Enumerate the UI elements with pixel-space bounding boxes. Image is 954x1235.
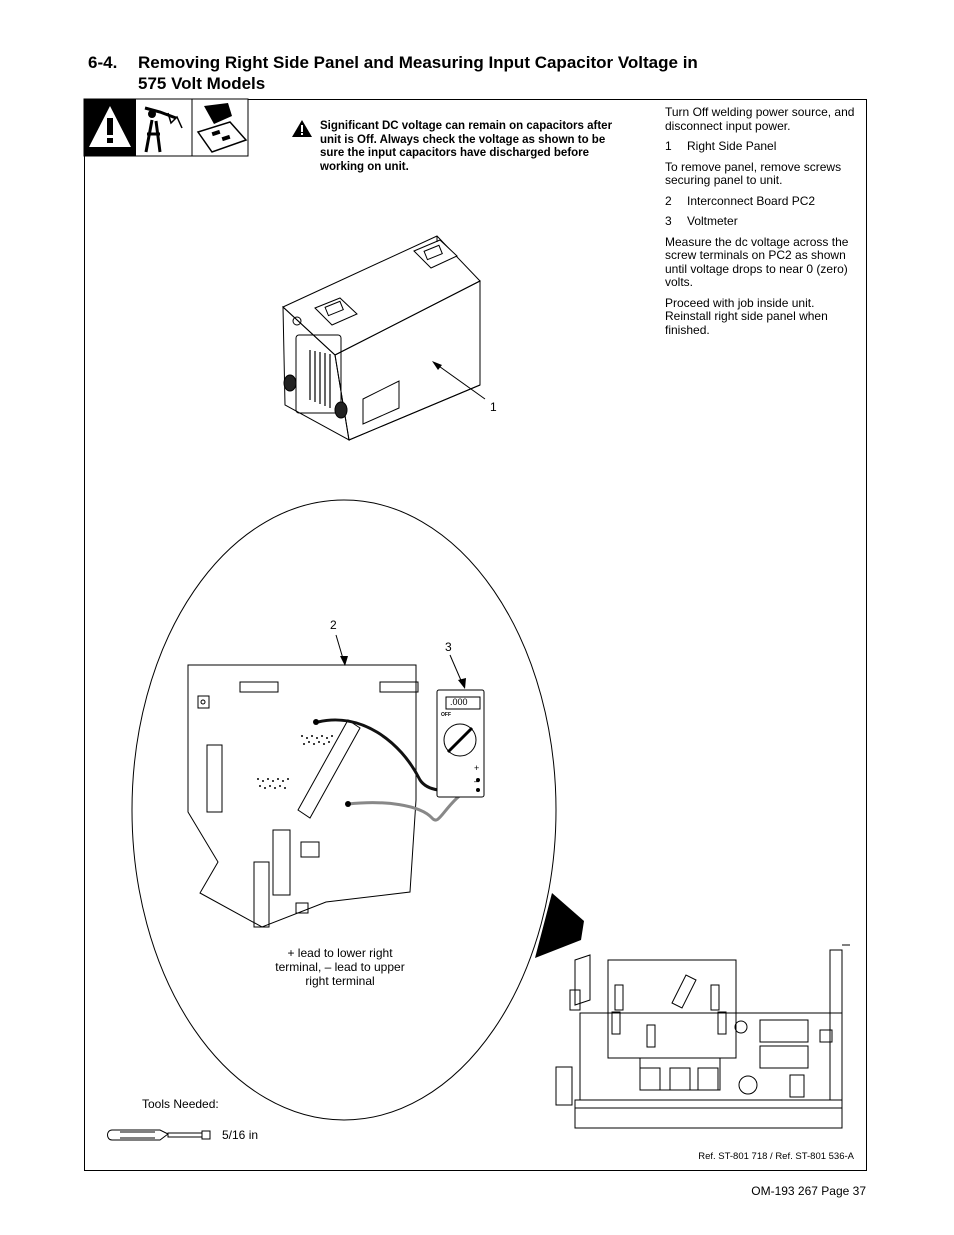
tools-needed-label: Tools Needed: xyxy=(142,1097,219,1111)
power-source-unit-drawing xyxy=(282,235,481,441)
instructions-column: Turn Off welding power source, and disco… xyxy=(665,105,860,344)
interconnect-board-pc2 xyxy=(187,664,419,928)
tool-size-label: 5/16 in xyxy=(222,1128,259,1142)
section-number: 6-4. xyxy=(88,53,118,72)
item-number: 3 xyxy=(665,214,672,228)
callout-number-2: 2 xyxy=(330,618,337,632)
item-number: 2 xyxy=(665,193,672,208)
section-title-line-2: 575 Volt Models xyxy=(138,74,266,93)
instruction-proceed: Proceed with job inside unit. Reinstall … xyxy=(665,295,828,337)
page-footer: OM-193 267 Page 37 xyxy=(751,1184,866,1198)
callout-number-3: 3 xyxy=(445,640,452,654)
lead-connection-note: + lead to lower right terminal, – lead t… xyxy=(275,946,405,988)
magnifier-pointer xyxy=(535,893,584,958)
instruction-panel-note: To remove panel, remove screws securing … xyxy=(665,159,842,187)
callout-number-1: 1 xyxy=(490,400,497,414)
magnified-view-oval xyxy=(131,499,557,1121)
meter-minus-label: – xyxy=(474,776,480,786)
item-interconnect-board: 2 Interconnect Board PC2 xyxy=(665,193,860,209)
instruction-measure: Measure the dc voltage across the screw … xyxy=(665,234,849,289)
electric-shock-icon xyxy=(144,106,183,153)
hazard-icons xyxy=(83,98,249,157)
meter-off-label: OFF xyxy=(441,712,451,718)
callout-leader-1 xyxy=(435,363,486,400)
section-title-line-1: Removing Right Side Panel and Measuring … xyxy=(138,53,698,72)
capacitor-hand-icon xyxy=(196,103,248,153)
reference-number: Ref. ST-801 718 / Ref. ST-801 536-A xyxy=(698,1151,854,1162)
meter-plus-label: + xyxy=(474,763,480,773)
board-terminal-strip xyxy=(297,719,361,819)
content-frame xyxy=(84,99,867,1171)
item-right-side-panel: 1 Right Side Panel xyxy=(665,139,860,154)
item-voltmeter: 3 Voltmeter xyxy=(665,214,860,229)
item-label: Interconnect Board PC2 xyxy=(687,193,816,208)
warning-triangle-icon xyxy=(292,120,312,137)
item-label: Voltmeter xyxy=(687,214,738,228)
item-label: Right Side Panel xyxy=(687,139,777,153)
board-pin-rows xyxy=(257,735,333,789)
meter-display: .000 xyxy=(450,697,468,707)
unit-internal-view xyxy=(555,944,850,1129)
item-number: 1 xyxy=(665,139,672,153)
warning-text: Significant DC voltage can remain on cap… xyxy=(320,120,613,173)
voltmeter xyxy=(436,689,485,798)
red-lead xyxy=(347,783,477,822)
instruction-intro: Turn Off welding power source, and disco… xyxy=(665,105,855,133)
